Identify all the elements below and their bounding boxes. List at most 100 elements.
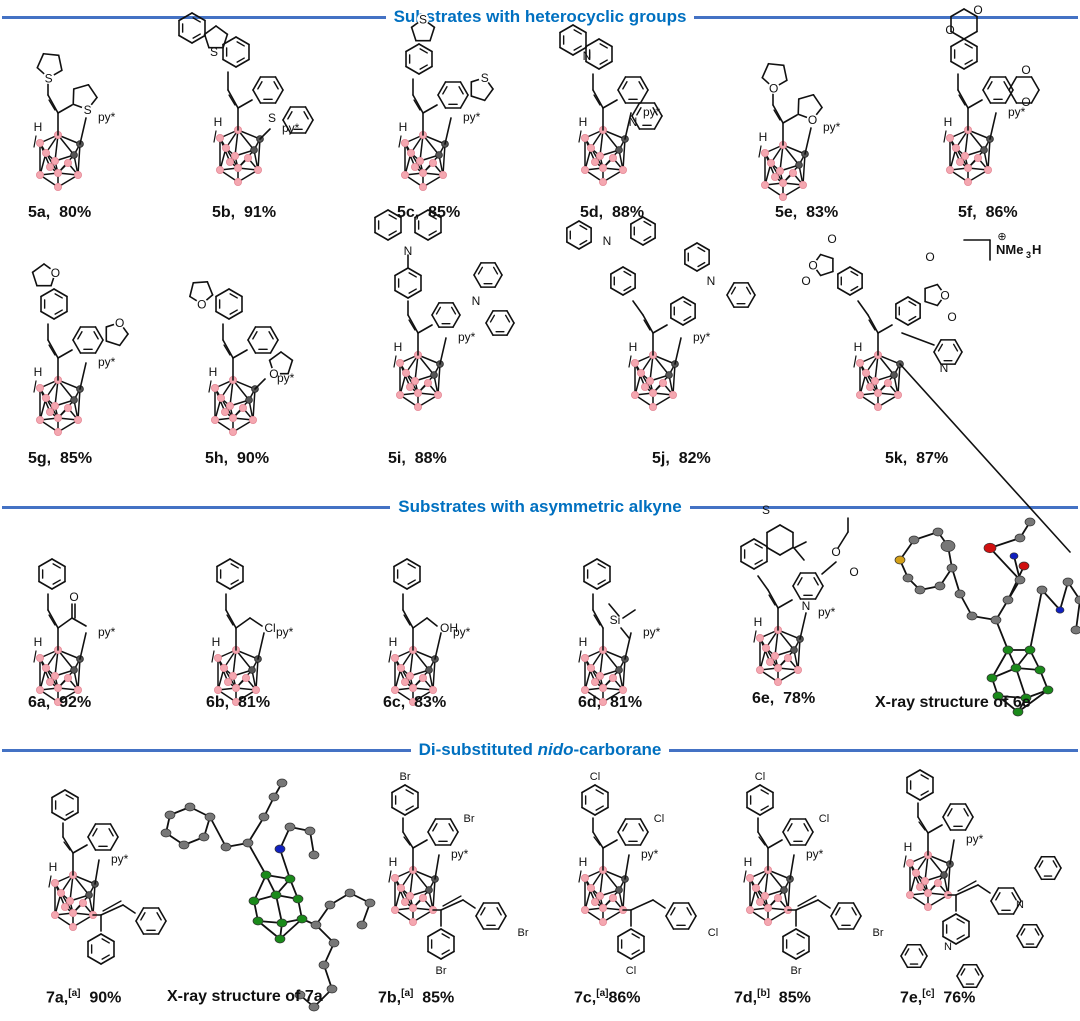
bond	[52, 563, 61, 569]
bond	[602, 869, 620, 891]
atom-bg	[417, 13, 429, 25]
xray-atom	[1062, 577, 1074, 587]
boron-vertex	[952, 143, 961, 152]
bond	[407, 314, 419, 334]
bond	[624, 112, 632, 140]
bond	[65, 810, 74, 816]
boron-vertex	[213, 685, 222, 694]
boron-vertex	[961, 151, 970, 160]
atom-label: py*	[1008, 105, 1026, 119]
bond	[622, 81, 628, 90]
bond	[449, 818, 459, 833]
bond	[62, 836, 74, 854]
bond	[279, 918, 303, 940]
boron-vertex	[637, 368, 646, 377]
bond	[754, 559, 763, 565]
bond	[72, 326, 82, 341]
bond	[957, 89, 969, 109]
bond	[674, 337, 682, 365]
bond	[958, 94, 966, 106]
bond	[990, 887, 1000, 902]
bond	[924, 300, 939, 307]
atom-label: S	[419, 13, 427, 27]
atom-label: py*	[966, 832, 984, 846]
bond	[403, 836, 411, 846]
bond	[1012, 900, 1022, 915]
boron-vertex	[581, 905, 590, 914]
boron-vertex	[956, 157, 965, 166]
bond	[398, 135, 402, 148]
bond	[101, 938, 110, 944]
bond	[77, 388, 81, 421]
boron-vertex	[855, 390, 864, 399]
atom-label: Si	[610, 613, 621, 627]
bond	[440, 928, 455, 938]
xray-atom	[1002, 645, 1014, 655]
bond	[638, 81, 644, 90]
bond	[1053, 855, 1062, 869]
bond	[473, 262, 482, 276]
xray-atom	[992, 691, 1004, 701]
bond	[596, 580, 611, 590]
atom-label: py*	[98, 625, 116, 639]
bond	[963, 8, 978, 18]
boron-vertex	[51, 910, 60, 919]
bond	[51, 811, 66, 821]
xray-atom	[328, 938, 340, 948]
bond	[987, 81, 993, 90]
boron-vertex	[42, 393, 51, 402]
boron-vertex	[210, 383, 219, 392]
bond	[954, 351, 963, 365]
bond	[753, 538, 768, 548]
bond	[92, 828, 98, 837]
atom-label: py*	[111, 852, 129, 866]
xray-atom	[966, 611, 978, 621]
bond	[906, 791, 921, 801]
bond	[374, 209, 389, 219]
bond	[583, 558, 598, 568]
bond	[440, 950, 455, 960]
bond	[682, 296, 696, 305]
boron-vertex	[42, 663, 51, 672]
section-title: Di-substituted nido-carborane	[410, 740, 670, 759]
bond	[105, 340, 121, 347]
bond	[995, 892, 1001, 901]
bond	[602, 99, 618, 109]
bond	[686, 907, 692, 916]
bond	[610, 266, 624, 275]
bond	[782, 114, 798, 124]
boron-vertex	[774, 893, 783, 902]
atom-label: O	[69, 590, 78, 604]
bond	[235, 58, 250, 68]
boron-vertex	[221, 407, 230, 416]
bond	[257, 138, 261, 171]
bond	[459, 94, 469, 109]
bond	[593, 94, 601, 106]
bond	[578, 220, 592, 229]
bond	[599, 59, 608, 65]
boron-vertex	[239, 403, 248, 412]
bond	[835, 907, 841, 916]
bond	[409, 649, 414, 677]
bond	[259, 128, 271, 140]
bond	[287, 111, 293, 120]
bond	[450, 306, 457, 315]
xray-atom	[1002, 595, 1014, 605]
bond	[819, 270, 834, 277]
bond	[57, 349, 73, 359]
xray-atom	[308, 850, 320, 860]
bond	[977, 884, 991, 894]
atom-label: O	[197, 297, 206, 311]
carbon-vertex	[790, 646, 798, 654]
compound-label-7a: 7a,[a] 90%	[46, 988, 122, 1007]
bond	[849, 287, 863, 296]
section-title: Substrates with heterocyclic groups	[385, 7, 695, 26]
bond	[414, 231, 429, 241]
boron-vertex	[894, 390, 903, 399]
atom-bg	[42, 71, 55, 84]
bond	[622, 609, 636, 619]
bond	[252, 331, 258, 340]
boron-vertex	[609, 153, 618, 162]
bond	[235, 617, 251, 629]
boron-vertex	[756, 897, 765, 906]
